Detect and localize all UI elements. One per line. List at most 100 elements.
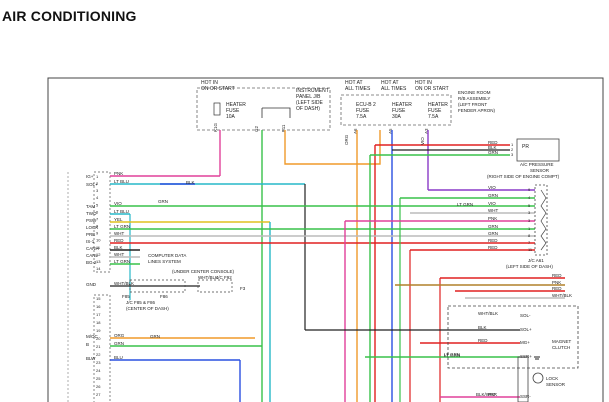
ecu-row-label: CANL xyxy=(86,253,99,258)
fuse-left-loc-3: (LEFT SIDE xyxy=(296,100,324,106)
jc-a61-wire-label: GRN xyxy=(488,231,498,236)
lock-pin-label: SSR- xyxy=(520,394,531,399)
ecu-pin-number: 11 xyxy=(96,245,101,250)
ecu-pin-number: 6 xyxy=(96,209,99,214)
ecu-wire-label: GRN xyxy=(114,341,124,346)
jc-a61-pin-number: 1 xyxy=(528,226,531,231)
lock-sensor-name-1: LOCK xyxy=(546,376,558,381)
ecu-pin-number: 10 xyxy=(96,238,101,243)
fuse-right-name-1: HEATER xyxy=(428,102,448,108)
ecu-row-label: IG+ xyxy=(86,174,94,179)
lock-sensor-box xyxy=(517,356,529,402)
lock-pin-label: SSR+ xyxy=(520,354,532,359)
org-mid-label: ORG xyxy=(344,134,349,145)
fuse-mid-name-1: HEATER xyxy=(392,102,412,108)
ecu-pin-number: 15 xyxy=(96,296,101,301)
ecu-pin-number: 7 xyxy=(96,216,99,221)
lock-sensor-name-2: SENSOR xyxy=(546,382,566,387)
fuse-right-name-2: FUSE xyxy=(428,108,442,114)
computer-data-label-1: COMPUTER DATA xyxy=(148,253,186,258)
jc-a61-wire-label: GRN xyxy=(488,224,498,229)
jc-f85-label-1: J/C F85 & F86 xyxy=(126,300,156,305)
ecu-pin-number: 16 xyxy=(96,304,101,309)
fuse-right-pin-1: A6 xyxy=(353,128,358,134)
ecu-row-label: TWO xyxy=(86,211,97,216)
fuse-right-pin-2: A5 xyxy=(388,128,393,134)
blk-label: BLK xyxy=(186,180,195,185)
fuse-left-loc-1: INSTRUMENT xyxy=(296,88,329,94)
fuse-left-name-1: HEATER xyxy=(226,102,246,108)
ecu-row-label: BG-2 xyxy=(86,260,97,265)
ecu-row-label: PSW xyxy=(86,218,97,223)
jc-a61-pin-number: 5 xyxy=(528,203,531,208)
fuse-right-loc-3: (LEFT FRONT xyxy=(458,102,487,107)
f85-label: F85 xyxy=(122,294,130,299)
lock-wire-label: LT GRN xyxy=(444,352,460,357)
ecu-pin-number: 1 xyxy=(96,174,99,179)
clutch-pin-label: MG+ xyxy=(520,340,530,345)
jc-f92-block xyxy=(197,279,233,293)
fuse-right-power-2: ON OR START xyxy=(415,86,449,92)
ecu-row-label: TAM xyxy=(86,204,95,209)
jc-a61-wire-label: WHT xyxy=(488,208,498,213)
fuse-mid-name-2: FUSE xyxy=(392,108,406,114)
fuse-right-name-3: 7.5A xyxy=(428,114,439,120)
ecu-wire-label: WHT/BLK xyxy=(114,281,134,286)
ecu-pin-number: 25 xyxy=(96,376,101,381)
fuse-left-loc-4: OF DASH) xyxy=(296,106,320,112)
ecu-pin-number: 9 xyxy=(96,231,99,236)
ecu-wire-label: ORG xyxy=(114,333,125,338)
jc-a61-pin-number: 3 xyxy=(528,210,531,215)
ecu-pin-number: 27 xyxy=(96,392,101,397)
jc-a61-name: J/C A61 xyxy=(528,258,544,263)
fuse-right-loc-2: R/B ASSEMBLY xyxy=(458,96,490,101)
pressure-pin-number: 3 xyxy=(511,152,514,157)
diagram-frame xyxy=(47,77,604,402)
jc-a61-pin-number: 4 xyxy=(528,195,531,200)
clutch-box xyxy=(447,305,579,369)
ecu-wire-label: WHT xyxy=(114,231,124,236)
ecu-pin-number: 20 xyxy=(96,336,101,341)
clutch-wire-label: WHT/BLK xyxy=(478,311,498,316)
clutch-wire-label: RED xyxy=(478,338,488,343)
ecu-pin-number: 26 xyxy=(96,384,101,389)
ecu-pin-number: 21 xyxy=(96,344,101,349)
ecu-wire-label: BLU xyxy=(114,355,123,360)
grn-top-label: GRN xyxy=(158,199,168,204)
ecu-wire-label: PNK xyxy=(114,171,123,176)
right-wire-label: RED xyxy=(552,286,562,291)
ecu-pin-number: 4 xyxy=(96,195,99,200)
fuse-left-power-1: HOT IN xyxy=(201,80,218,86)
center-console-label: (UNDER CENTER CONSOLE) xyxy=(172,269,235,274)
ecu-wire-label: LT GRN xyxy=(114,259,130,264)
jc-labels: REDBLKGRN123VIOGRNVIOWHTPNKGRNGRNREDRED9… xyxy=(444,140,572,399)
lock-wire-label: PNK xyxy=(488,392,497,397)
pressure-sensor-box xyxy=(516,138,560,162)
jc-a61-pin-number: 9 xyxy=(528,187,531,192)
pressure-pin-number: 2 xyxy=(511,147,514,152)
jc-a61-mid-label: LT GRN xyxy=(457,202,473,207)
pressure-sensor-code: PR xyxy=(522,144,529,150)
ecu-row-label: M/OC xyxy=(86,334,98,339)
jc-a61-wire-label: PNK xyxy=(488,216,497,221)
jc-a61-location: (LEFT SIDE OF DASH) xyxy=(506,264,553,269)
fuse-left-name-3: 10A xyxy=(226,114,236,120)
jc-f85-block xyxy=(129,279,186,293)
ecu-row-label: GND xyxy=(86,282,97,287)
fuse-ecu-power-1: HOT AT xyxy=(345,80,363,86)
right-wire-label: WHT/BLK xyxy=(552,293,572,298)
ecu-wire-label: RED xyxy=(114,238,124,243)
ecu-pin-number: 19 xyxy=(96,328,101,333)
ecu-pin-number: 5 xyxy=(96,202,99,207)
vio-label: VIO xyxy=(420,137,425,145)
clutch-pin-label: SOL- xyxy=(520,313,531,318)
pressure-pin-number: 1 xyxy=(511,142,514,147)
ecu-row-label: CANH xyxy=(86,246,99,251)
ecu-row-label: IS-1 xyxy=(86,239,95,244)
ecu-wire-label: BLK xyxy=(114,245,123,250)
fuse-box-left: HOT IN ON OR START HEATER FUSE 10A INSTR… xyxy=(196,80,331,132)
jc-a61-wire-label: VIO xyxy=(488,185,496,190)
ecu-pin-number: 12 xyxy=(96,252,101,257)
ecu-row-label: PRE xyxy=(86,232,95,237)
